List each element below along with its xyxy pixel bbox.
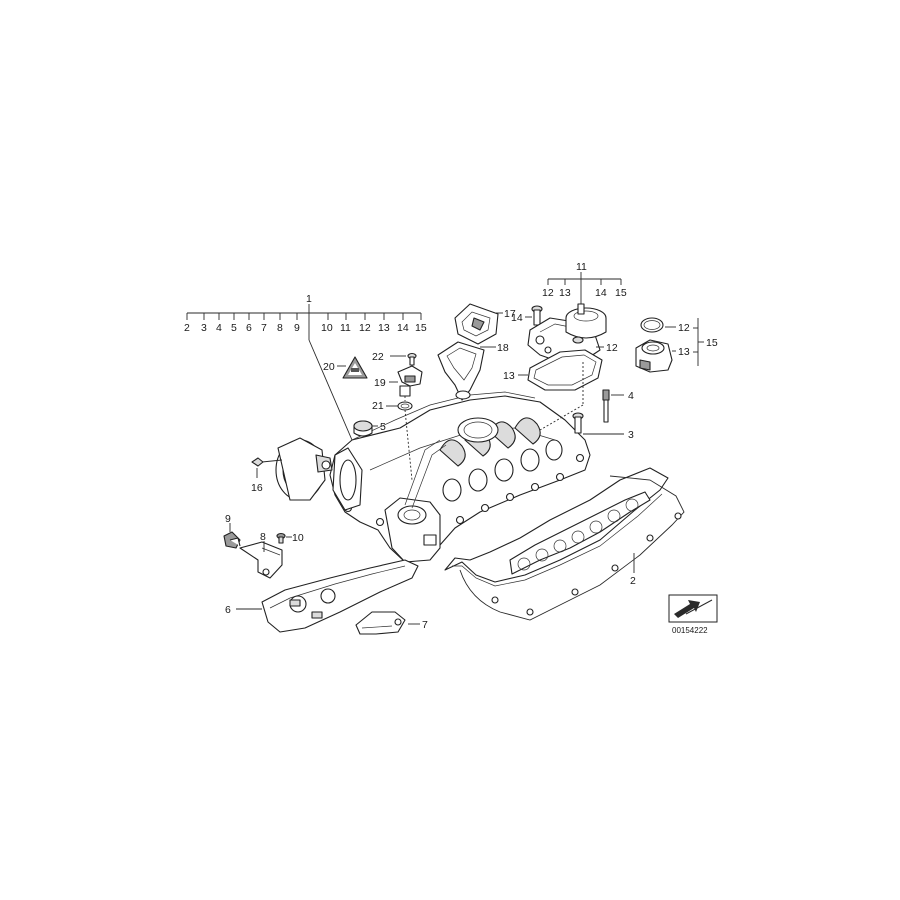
gasket-13: [527, 349, 603, 391]
callout-8-top: 8: [277, 322, 283, 334]
callout-11-head: 11: [576, 261, 587, 273]
callout-17: 17: [504, 308, 516, 320]
bolt-3: [572, 412, 584, 434]
callout-12-head: 12: [542, 287, 554, 299]
stud-4: [602, 389, 610, 423]
bracket-8: [239, 541, 283, 579]
warning-triangle-20: [342, 356, 368, 379]
callout-3-top: 3: [201, 322, 207, 334]
sensor-19: [397, 365, 423, 397]
callout-2-top: 2: [184, 322, 190, 334]
reference-number: 00154222: [672, 626, 708, 635]
callout-13-right: 13: [678, 346, 690, 358]
callout-13-top: 13: [378, 322, 390, 334]
callout-12-top: 12: [359, 322, 371, 334]
screw-10: [276, 532, 286, 544]
group-1-bracket: [186, 304, 422, 441]
ring-12-right: [640, 317, 664, 333]
callout-5: 5: [380, 421, 386, 433]
callout-12-right: 12: [678, 322, 690, 334]
callout-15-right: 15: [706, 337, 718, 349]
plug-5: [353, 420, 373, 437]
callout-15-top: 15: [415, 322, 427, 334]
callout-10-top: 10: [321, 322, 333, 334]
callout-12-gasket: 12: [606, 342, 618, 354]
callout-11-top: 11: [340, 322, 351, 334]
callout-7-top: 7: [261, 322, 267, 334]
clip-9: [223, 531, 241, 549]
callout-1: 1: [306, 293, 312, 305]
ring-21: [397, 401, 413, 411]
callout-14-top: 14: [397, 322, 409, 334]
bracket-7: [355, 611, 406, 635]
cylinder-head-cover: [329, 391, 591, 563]
heat-shield-6: [261, 559, 419, 633]
callout-19: 19: [374, 377, 386, 389]
callout-21: 21: [372, 400, 384, 412]
screw-22: [407, 352, 417, 366]
callout-6: 6: [225, 604, 231, 616]
callout-4-top: 4: [216, 322, 222, 334]
callout-2: 2: [630, 575, 636, 587]
callout-7: 7: [422, 619, 428, 631]
part-18-filler-neck: [437, 341, 485, 401]
callout-13-head: 13: [559, 287, 571, 299]
callout-8: 8: [260, 531, 266, 543]
callout-9: 9: [225, 513, 231, 525]
spark-plug-seal-rings: [509, 491, 651, 575]
callout-3: 3: [628, 429, 634, 441]
callout-13-gasket: 13: [503, 370, 515, 382]
callout-20: 20: [323, 361, 335, 373]
callout-5-top: 5: [231, 322, 237, 334]
callout-14-bolt: 14: [511, 312, 523, 324]
throttle-flange: [275, 437, 333, 501]
reference-icon-box: [668, 594, 718, 623]
callout-16: 16: [251, 482, 263, 494]
part-17-cap: [454, 303, 499, 345]
part-13-right: [635, 339, 673, 373]
callout-10: 10: [292, 532, 304, 544]
bolt-14: [531, 305, 543, 326]
cover-gasket-2: [444, 467, 685, 621]
callout-18: 18: [497, 342, 509, 354]
callout-15-head: 15: [615, 287, 627, 299]
callout-4: 4: [628, 390, 634, 402]
callout-9-top: 9: [294, 322, 300, 334]
callout-14-head: 14: [595, 287, 607, 299]
callout-6-top: 6: [246, 322, 252, 334]
bolt-16: [251, 457, 283, 467]
callout-22: 22: [372, 351, 384, 363]
